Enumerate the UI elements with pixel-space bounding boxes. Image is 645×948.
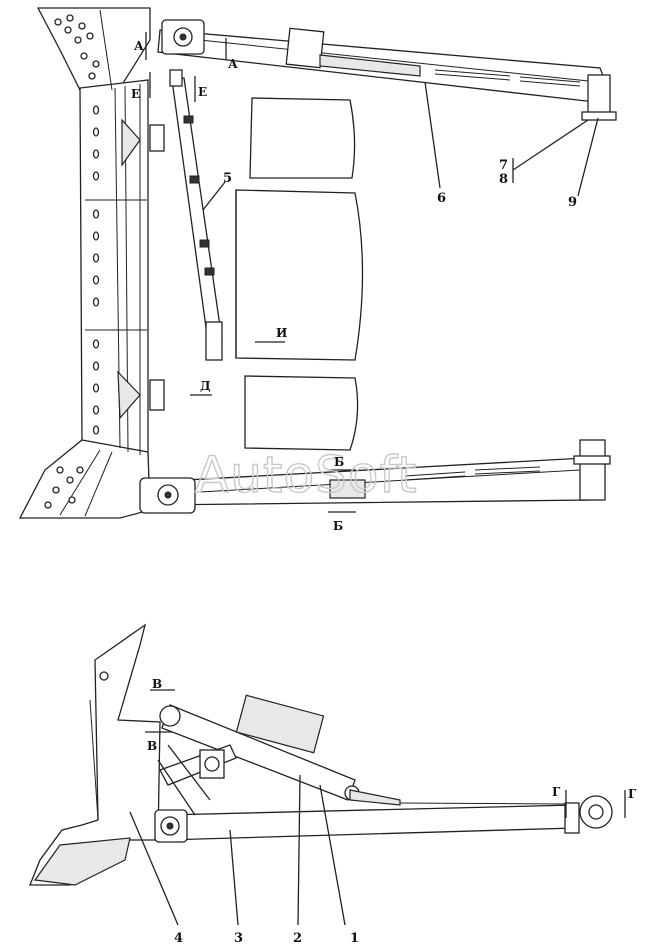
callout-5: 5: [223, 171, 232, 186]
push-arm-top: [157, 19, 617, 121]
section-v-bottom: В: [147, 739, 157, 753]
section-e-left: Е: [131, 87, 140, 101]
section-g-left: Г: [552, 785, 561, 799]
watermark: AutoSoft: [195, 446, 418, 504]
callout-7: 7: [499, 158, 508, 173]
callout-1: 1: [350, 931, 359, 946]
vehicle-outline: [235, 97, 364, 451]
callout-8: 8: [499, 172, 508, 187]
push-arm-side: [164, 804, 576, 841]
leaders-side: [129, 774, 346, 926]
view-d-label: Д: [200, 379, 211, 393]
blade-plan: [18, 7, 165, 519]
top-view: [18, 7, 617, 519]
section-a-left: А: [134, 39, 144, 53]
side-view: [29, 623, 626, 926]
callout-2: 2: [293, 931, 302, 946]
push-arm-bottom: [139, 439, 611, 514]
section-markers-side: [145, 689, 626, 818]
section-v-top: В: [152, 677, 162, 691]
callout-3: 3: [234, 931, 243, 946]
callout-4: 4: [174, 931, 183, 946]
leaders-top: [202, 81, 599, 211]
section-markers-top: [145, 32, 356, 513]
callout-9: 9: [568, 195, 577, 210]
view-i-label: И: [276, 326, 287, 340]
section-a-right: А: [228, 57, 238, 71]
section-b-bottom: Б: [333, 519, 343, 533]
section-b-top: Б: [334, 455, 344, 469]
section-g-right: Г: [628, 787, 637, 801]
section-e-right: Е: [198, 85, 207, 99]
brace-cylinder: [169, 69, 223, 361]
callout-6: 6: [437, 191, 446, 206]
